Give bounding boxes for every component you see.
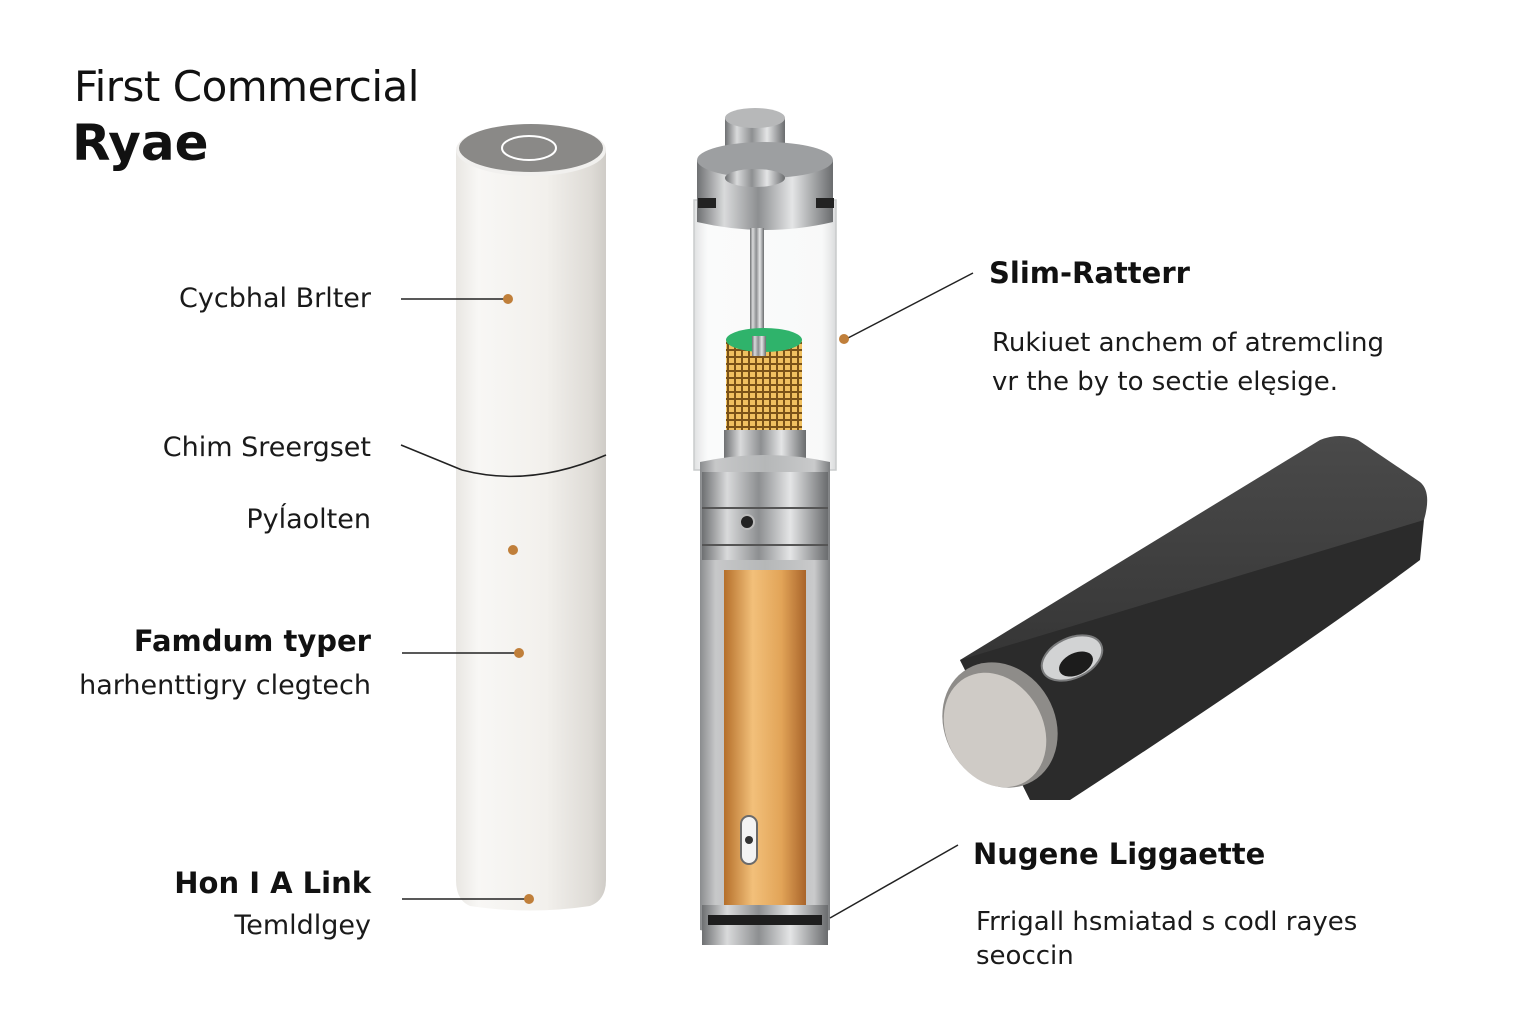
callout-sub-5: Temldlgey (234, 910, 371, 941)
callout-desc-slim-2: vr the by to sectie elęsige. (992, 367, 1339, 397)
callout-label-3: Pyĺaolten (246, 504, 371, 535)
dark-pod-device (942, 436, 1428, 800)
title-line-2: Ryae (72, 114, 209, 172)
callout-label-4: Famdum typer (133, 624, 371, 658)
callout-label-5: Hon I A Link (174, 866, 371, 900)
callout-heading-nugene: Nugene Liggaette (973, 837, 1266, 871)
title-line-1: First Commercial (74, 62, 419, 111)
callout-heading-slim: Slim-Ratterr (989, 256, 1190, 290)
callout-desc-slim-1: Rukiuet anchem of atremcling (992, 328, 1384, 358)
callout-label-1: Cycbhal Brlter (179, 283, 371, 314)
callout-desc-nugene-2: seoccin (976, 941, 1074, 971)
cutaway-device (693, 108, 837, 945)
callout-desc-nugene-1: Frrigall hsmiatad s codl rayes (976, 907, 1358, 937)
callout-label-2: Chim Sreergset (162, 432, 371, 463)
callout-sub-4: harhenttigry clegtech (79, 670, 371, 701)
leader-lines (400, 272, 974, 919)
white-cylinder-device (456, 124, 607, 911)
